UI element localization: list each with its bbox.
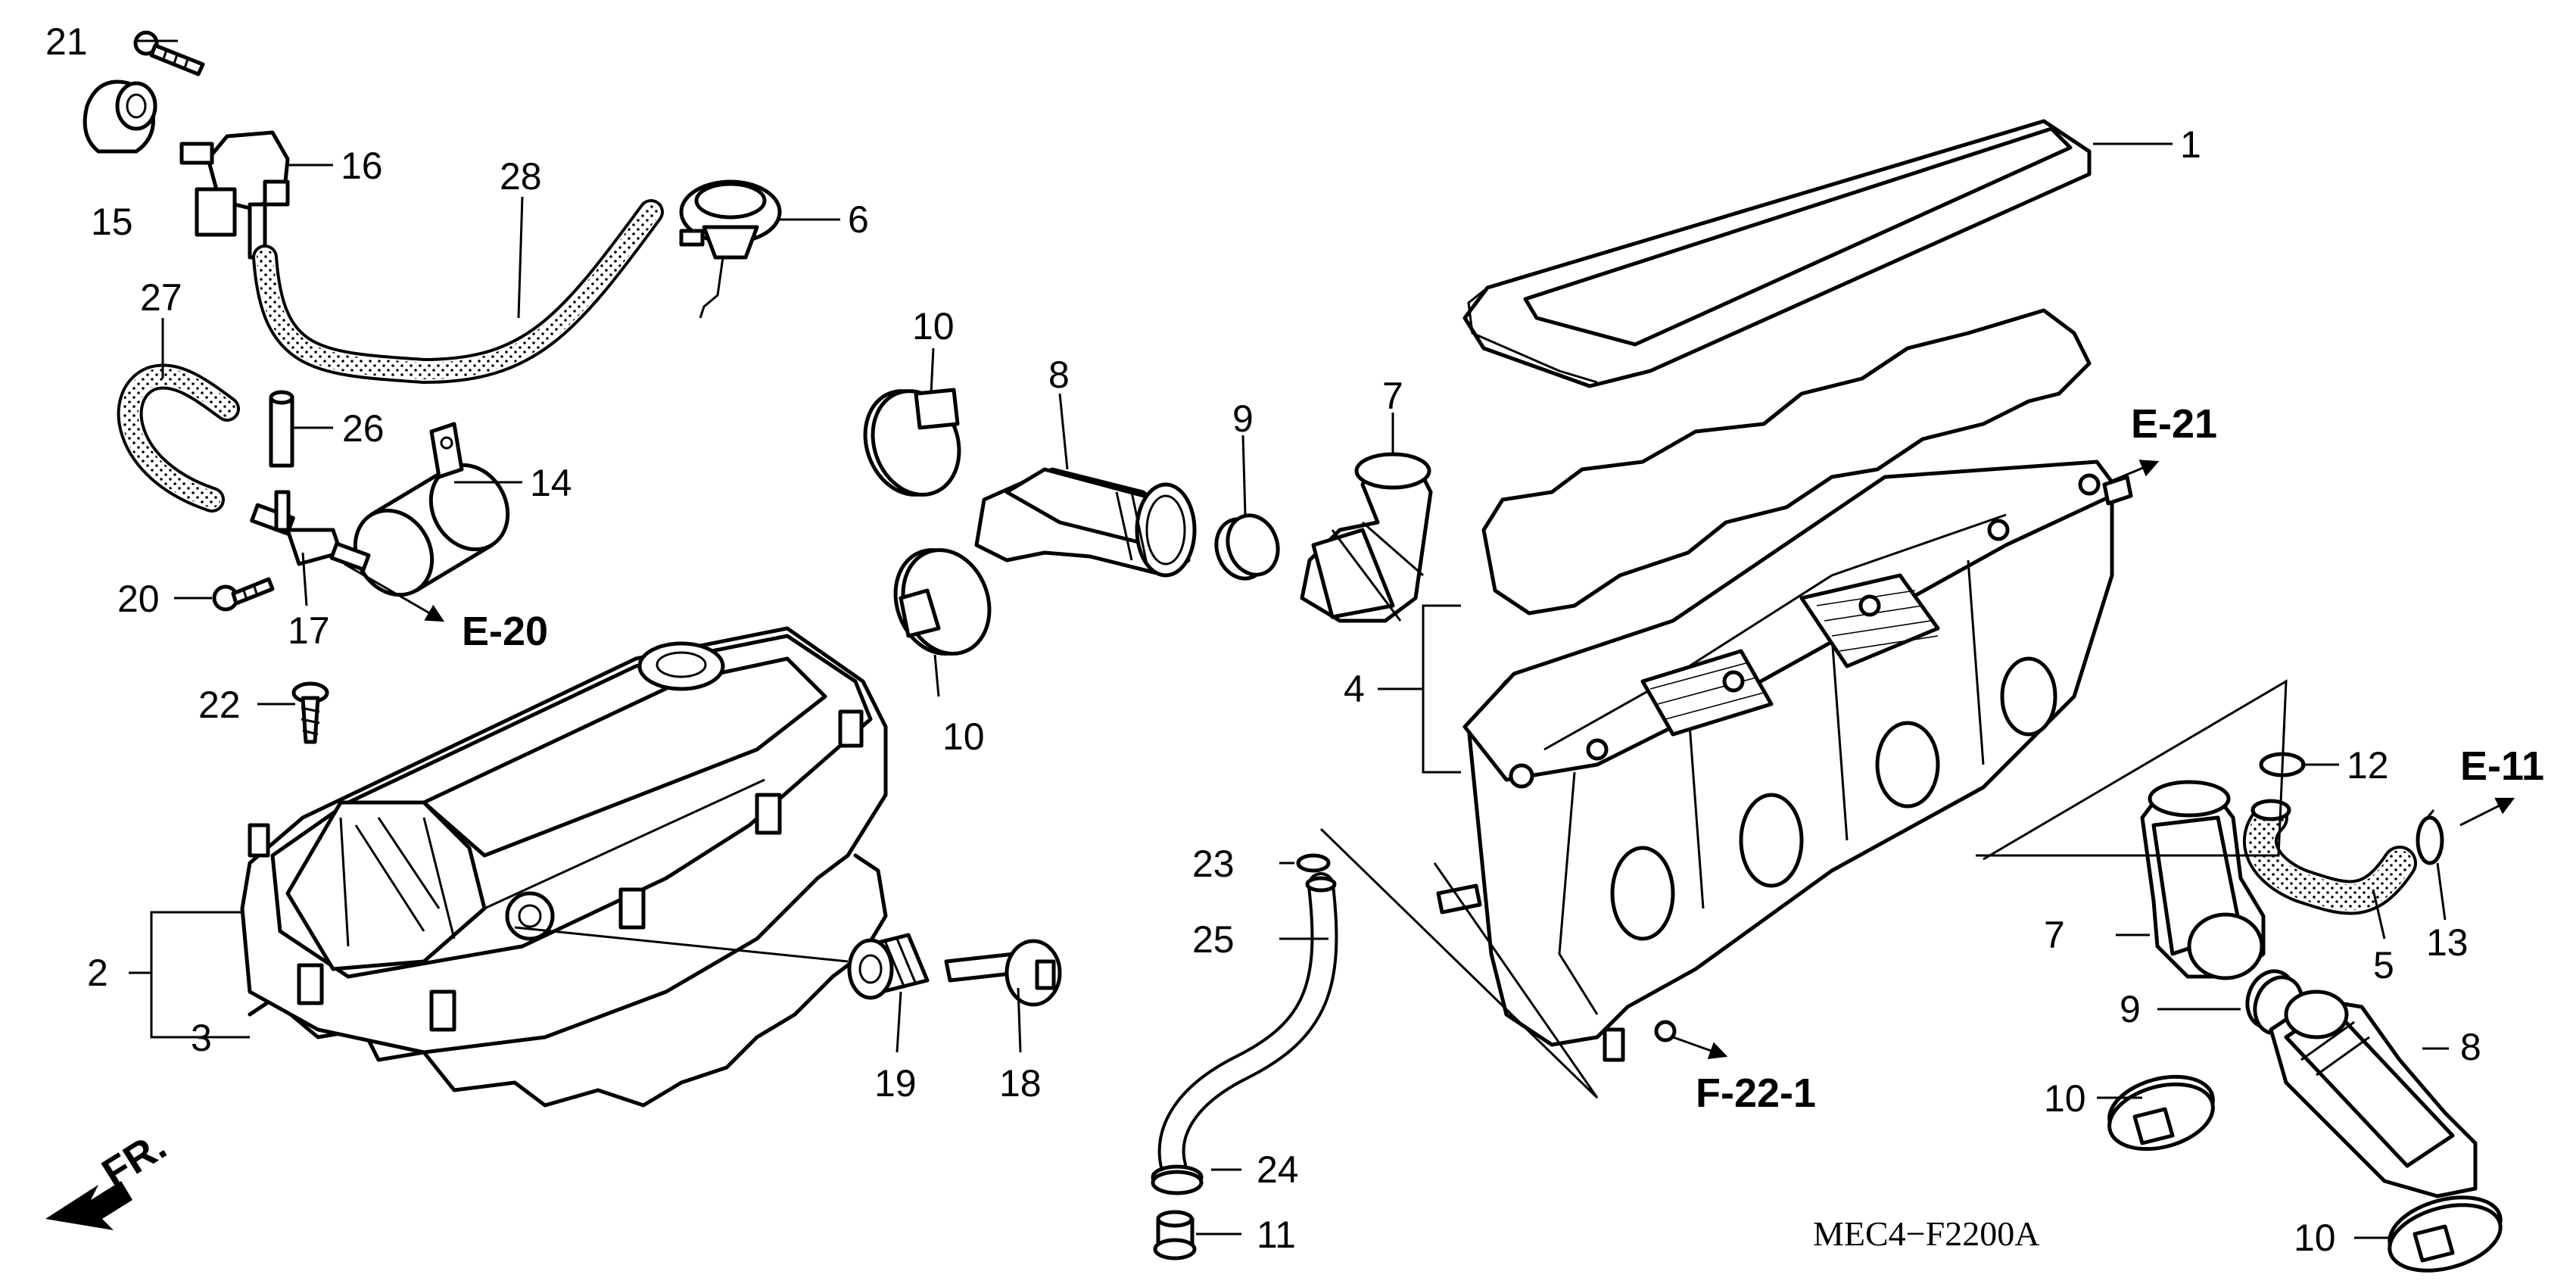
canister-14[interactable] <box>340 422 522 609</box>
drain-plug-18[interactable] <box>944 939 1062 1007</box>
label-18: 18 <box>999 1062 1042 1105</box>
reference-arrows <box>344 460 2515 1060</box>
air-cleaner-case[interactable] <box>1436 460 2133 1062</box>
label-7-lower: 7 <box>2044 914 2065 956</box>
label-20: 20 <box>117 578 160 620</box>
intake-duct-7-upper[interactable] <box>1300 452 1433 623</box>
clip-24[interactable] <box>1151 1164 1204 1195</box>
label-8-upper: 8 <box>1048 354 1070 396</box>
label-15: 15 <box>91 201 133 243</box>
label-2: 2 <box>87 952 108 994</box>
grommet-19[interactable] <box>847 933 930 1000</box>
label-28: 28 <box>500 155 542 198</box>
bolt-21[interactable] <box>133 30 205 76</box>
label-16: 16 <box>341 145 383 187</box>
screw-22[interactable] <box>291 681 329 744</box>
label-6: 6 <box>848 198 869 241</box>
clip-13[interactable] <box>2416 809 2444 865</box>
label-8-lower: 8 <box>2460 1026 2481 1068</box>
grommet-15[interactable] <box>83 79 157 154</box>
label-25: 25 <box>1192 918 1235 961</box>
hose-clamp-10-right-b[interactable] <box>2382 1186 2508 1282</box>
ref-e20: E-20 <box>462 609 548 654</box>
intake-duct-8-upper[interactable] <box>974 467 1197 578</box>
label-12: 12 <box>2347 744 2389 787</box>
label-10-c: 10 <box>2044 1077 2086 1120</box>
label-24: 24 <box>1257 1148 1299 1191</box>
label-22: 22 <box>198 684 241 726</box>
ref-e21: E-21 <box>2131 401 2217 447</box>
front-marker-text: FR. <box>95 1123 175 1196</box>
label-11: 11 <box>1257 1214 1296 1256</box>
label-21: 21 <box>45 20 88 63</box>
label-27: 27 <box>140 276 182 319</box>
drain-hose-25[interactable] <box>1157 872 1338 1179</box>
reference-labels: E-21 E-20 E-11 F-22-1 <box>462 401 2544 1116</box>
hose-clamp-10-lower[interactable] <box>881 538 1003 665</box>
clip-23[interactable] <box>1296 853 1331 873</box>
hose-clamp-10-right-a[interactable] <box>2102 1066 2220 1160</box>
label-9-upper: 9 <box>1232 397 1254 440</box>
label-4: 4 <box>1344 668 1365 710</box>
leader-lines <box>129 39 2449 1239</box>
fitting-17[interactable] <box>250 490 371 572</box>
vacuum-hose-28[interactable] <box>252 199 664 385</box>
label-1: 1 <box>2180 123 2201 166</box>
label-10-b: 10 <box>942 715 985 758</box>
seal-ring-9-upper[interactable] <box>1208 508 1286 585</box>
label-3: 3 <box>191 1017 212 1059</box>
label-5: 5 <box>2373 944 2394 986</box>
tube-26[interactable] <box>269 390 294 468</box>
ref-f22-1: F-22-1 <box>1696 1070 1816 1116</box>
screw-20[interactable] <box>212 577 275 612</box>
label-10-d: 10 <box>2294 1217 2336 1259</box>
label-26: 26 <box>342 407 385 450</box>
part-number-labels: 1 2 3 4 5 6 7 7 8 8 9 9 10 10 10 10 11 1… <box>45 20 2481 1259</box>
label-17: 17 <box>288 609 330 652</box>
label-7-upper: 7 <box>1382 375 1403 417</box>
intake-duct-7-lower[interactable] <box>2140 780 2266 980</box>
air-filter-element[interactable] <box>1462 119 2092 388</box>
air-injection-valve-6[interactable] <box>679 179 782 319</box>
front-direction-marker: FR. <box>45 1123 174 1230</box>
air-cleaner-housing-cover[interactable] <box>240 626 888 1108</box>
label-23: 23 <box>1192 843 1235 885</box>
solenoid-valve-16[interactable] <box>179 130 290 260</box>
drawing-code: MEC4−F2200A <box>1813 1214 2039 1253</box>
label-9-lower: 9 <box>2120 988 2141 1030</box>
intake-duct-8-lower[interactable] <box>2269 989 2478 1198</box>
fitting-11[interactable] <box>1153 1210 1197 1261</box>
hose-27[interactable] <box>117 363 240 513</box>
label-19: 19 <box>874 1062 917 1105</box>
label-14: 14 <box>530 462 572 504</box>
air-cleaner-gasket[interactable] <box>1481 308 2092 615</box>
hose-clamp-10-upper[interactable] <box>851 379 973 506</box>
ref-e11: E-11 <box>2460 743 2544 789</box>
label-13: 13 <box>2426 921 2469 964</box>
hose-5[interactable] <box>2242 799 2417 915</box>
label-10-a: 10 <box>912 305 955 347</box>
